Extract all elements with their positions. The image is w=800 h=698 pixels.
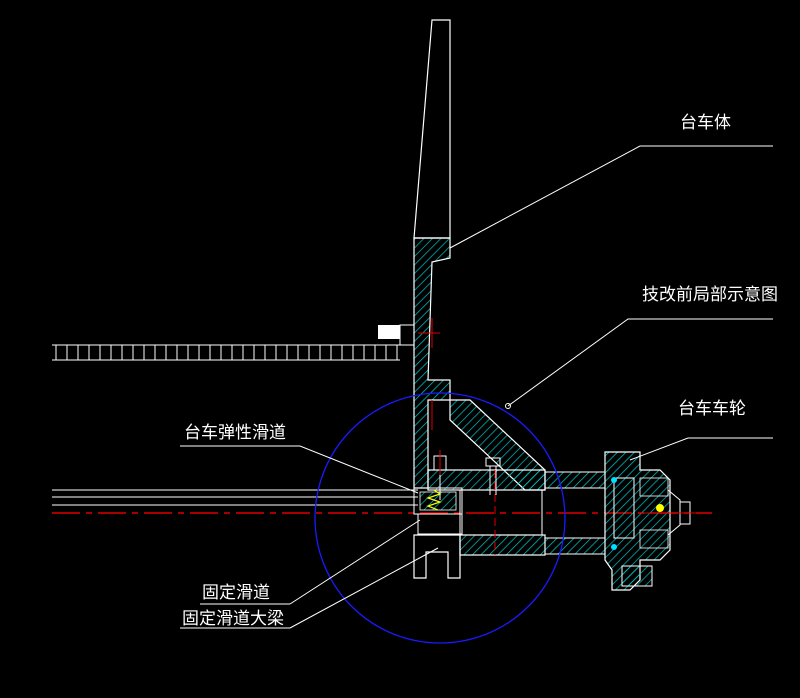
leader-pre-modification (507, 318, 773, 407)
bracket-block (378, 325, 400, 339)
slide-rails (52, 489, 418, 506)
elastic-slide-spring (413, 487, 463, 535)
leader-trolley-wheel (629, 437, 773, 461)
label-elastic-slide: 台车弹性滑道 (184, 423, 286, 443)
grating-rail (52, 344, 400, 361)
label-fixed-slide: 固定滑道 (202, 583, 270, 603)
leader-trolley-body (449, 145, 773, 249)
label-trolley-body: 台车体 (680, 113, 731, 133)
detail-circle (314, 392, 566, 644)
bolt-right (485, 457, 501, 495)
detail-circle-marker (505, 403, 511, 409)
axle-housing (427, 469, 606, 556)
label-pre-modification: 技改前局部示意图 (642, 285, 778, 305)
leader-lines (180, 145, 773, 629)
leader-elastic-slide (180, 445, 419, 494)
fixed-slide-beam (413, 534, 461, 579)
wheel-assembly (604, 451, 712, 591)
label-trolley-wheel: 台车车轮 (678, 399, 746, 419)
label-fixed-slide-beam: 固定滑道大梁 (182, 609, 284, 629)
